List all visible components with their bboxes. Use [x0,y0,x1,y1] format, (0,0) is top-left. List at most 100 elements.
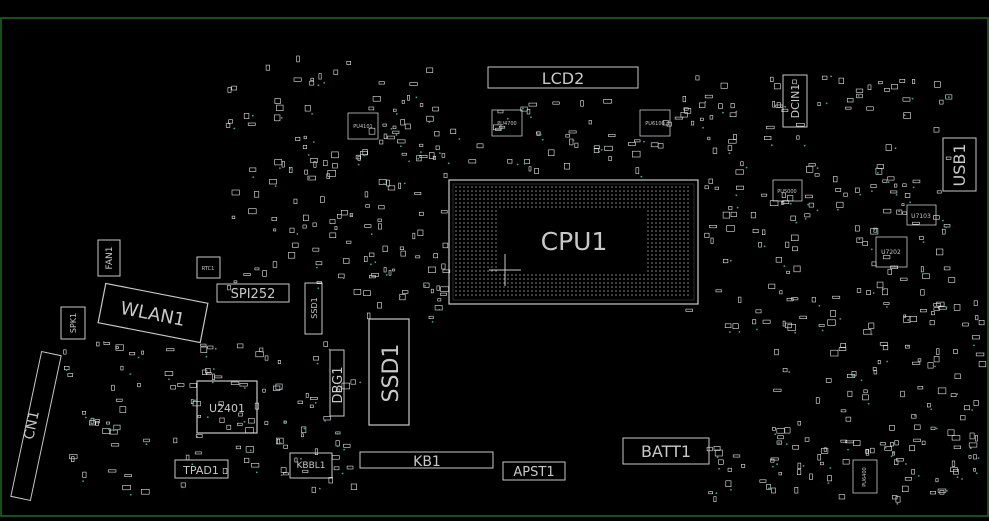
cpu-ball [535,290,537,292]
cpu-ball [631,290,633,292]
cpu-ball [683,186,685,188]
battery-connector[interactable]: BATT1 [622,437,710,465]
cpu-ball [667,270,669,272]
component-pad [251,463,260,468]
pu6100-chip[interactable]: PU6100 [639,109,671,137]
touchpad-connector[interactable]: TPAD1 [174,459,229,479]
component-pad [593,145,600,150]
cpu-ball [467,254,469,256]
cpu-ball [663,250,665,252]
component-pad [237,422,243,426]
rtc-battery[interactable]: RTC1 [196,256,221,279]
component-pad [382,123,387,127]
cpu-ball [459,206,461,208]
cpu-ball [483,210,485,212]
ssd-slot[interactable]: SSD1 [368,318,410,426]
cpu-ball [575,294,577,296]
u7202-chip[interactable]: U7202 [875,236,908,268]
cpu-ball [463,242,465,244]
cpu-ball [671,190,673,192]
cpu-ball [475,274,477,276]
cpu-ball [495,242,497,244]
via-dot [342,277,345,280]
cpu-ball [655,278,657,280]
component-pad [383,133,388,139]
via-dot [572,139,575,142]
cpu-ball [615,186,617,188]
cpu-ball [663,254,665,256]
cpu-ball [667,194,669,196]
component-pad [311,486,316,493]
via-dot [438,308,441,311]
fan-connector[interactable]: FAN1 [97,239,121,277]
ssd-screw-connector[interactable]: SSD1 [304,282,323,335]
cpu-ball [559,186,561,188]
u7103-chip[interactable]: U7103 [906,204,937,226]
cpu-ball [687,226,689,228]
via-dot [108,428,110,431]
keyboard-backlight-connector[interactable]: KBBL1 [289,452,333,479]
cpu-ball [499,282,501,284]
cpu-ball [491,282,493,284]
via-dot [886,360,888,363]
lcd-connector[interactable]: LCD2 [487,66,639,89]
cpu-ball [659,278,661,280]
keyboard-connector[interactable]: KB1 [359,451,494,470]
component-pad [902,183,907,188]
wlan-slot[interactable]: WLAN1 [97,282,209,344]
cpu-ball [675,190,677,192]
cpu-ball [627,202,629,204]
cpu-ball [547,286,549,288]
component-pad [685,308,693,312]
cpu-ball [531,286,533,288]
cpu-ball [551,186,553,188]
dcin-connector[interactable]: DCIN1 [782,74,808,128]
cpu-ball [495,234,497,236]
cpu-ball [479,254,481,256]
via-dot [385,274,388,276]
cpu-ball [455,262,457,264]
cpu-ball [487,234,489,236]
cpu-ball [687,262,689,264]
component-pad [194,451,202,455]
cpu-ball [651,230,653,232]
cpu-ball [687,234,689,236]
cpu-ball [627,206,629,208]
cpu-ball [619,286,621,288]
cpu-ball [623,286,625,288]
component-pad [896,458,904,462]
apst-connector[interactable]: APST1 [502,461,566,481]
cpu-ball [467,290,469,292]
via-dot [357,163,360,166]
cpu-ball [651,266,653,268]
spi-connector[interactable]: SPI252 [216,283,290,303]
speaker-connector[interactable]: SPK1 [60,306,86,340]
cpu-ball [463,282,465,284]
component-pad [891,84,898,90]
component-pad [948,277,956,283]
component-pad [200,346,208,353]
cpu-ball [687,222,689,224]
cpu-ball [667,294,669,296]
u2401-chip[interactable]: U2401 [196,380,258,434]
cpu-ball [491,242,493,244]
cpu-ball [483,258,485,260]
pu4101-chip[interactable]: PU4101 [347,112,379,140]
pu6400-chip[interactable]: PU6400 [852,459,878,494]
cpu-ball [463,190,465,192]
component-pad [195,434,203,438]
pu4700-chip[interactable]: PU4700 [491,109,523,137]
component-pad [222,468,228,474]
component-pad [726,225,735,232]
cpu-ball [459,210,461,212]
via-dot [816,167,819,170]
component-pad [108,469,117,473]
usb-connector[interactable]: USB1 [942,137,977,192]
component-pad [972,335,980,340]
cpu-ball [547,190,549,192]
component-pad [773,83,781,90]
cpu-ball [659,226,661,228]
cn-connector[interactable]: CN1 [9,350,62,502]
cpu-ball [667,290,669,292]
cpu-package[interactable]: CPU1 [448,179,699,305]
